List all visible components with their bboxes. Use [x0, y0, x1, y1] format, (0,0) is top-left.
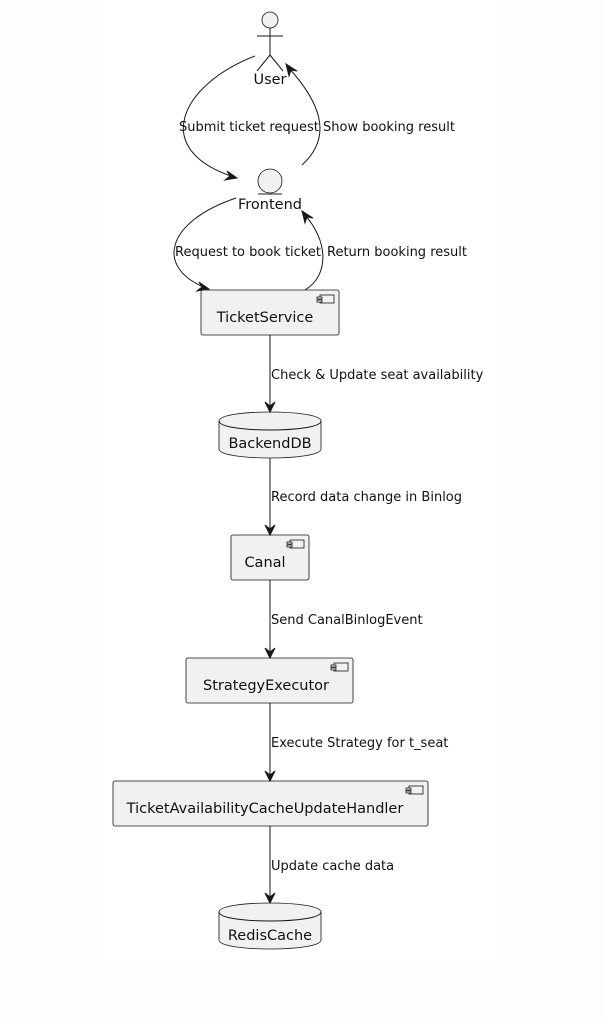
edge-request-book: Request to book ticket [173, 197, 321, 292]
ticket-service-component[interactable]: TicketService [200, 289, 340, 336]
backend-db-cylinder [218, 411, 322, 459]
edge-request-book-line [173, 197, 237, 289]
backend-db-database[interactable]: BackendDB [218, 411, 322, 459]
edge-show-result: Show booking result [285, 62, 455, 166]
cache-handler-component[interactable]: TicketAvailabilityCacheUpdateHandler [112, 780, 429, 827]
user-actor-left-leg [256, 54, 271, 72]
edge-send-event: Send CanalBinlogEvent [264, 580, 423, 660]
arrowhead [264, 892, 276, 905]
backend-db-rim [218, 420, 322, 431]
redis-cache-rim [218, 911, 322, 922]
user-label: User [253, 72, 286, 88]
arrowhead [195, 281, 211, 292]
canal-label: Canal [244, 555, 285, 571]
strategy-executor-label: StrategyExecutor [203, 678, 329, 694]
edge-update-cache: Update cache data [264, 826, 394, 905]
edge-record-change: Record data change in Binlog [264, 458, 462, 537]
edge-return-result-line [303, 213, 324, 291]
redis-cache-cylinder [218, 902, 322, 950]
edge-check-update: Check & Update seat availability [264, 335, 484, 414]
strategy-executor-component[interactable]: StrategyExecutor [185, 657, 354, 704]
edge-request-book-label: Request to book ticket [175, 245, 321, 260]
component-icon [405, 785, 424, 795]
backend-db-label: BackendDB [228, 436, 311, 452]
user-actor-head [261, 11, 279, 29]
edge-execute-strategy-label: Execute Strategy for t_seat [271, 736, 448, 751]
frontend-entity[interactable]: Frontend [238, 168, 302, 213]
frontend-label: Frontend [238, 197, 302, 213]
component-icon [316, 294, 335, 304]
frontend-entity-circle [257, 168, 283, 194]
edge-submit-request: Submit ticket request [179, 55, 319, 181]
edge-return-result-label: Return booking result [327, 245, 467, 260]
edge-update-cache-label: Update cache data [271, 859, 394, 874]
arrowhead [301, 209, 314, 225]
canal-component[interactable]: Canal [230, 534, 310, 581]
user-actor-right-leg [269, 54, 284, 72]
edge-show-result-line [287, 66, 321, 166]
component-icon [330, 662, 349, 672]
arrowhead [285, 62, 298, 78]
cache-handler-label: TicketAvailabilityCacheUpdateHandler [126, 801, 404, 817]
redis-cache-database[interactable]: RedisCache [218, 902, 322, 950]
edge-return-result: Return booking result [301, 209, 467, 291]
ticket-service-label: TicketService [216, 310, 314, 326]
edge-record-change-label: Record data change in Binlog [271, 490, 462, 505]
component-icon [286, 539, 305, 549]
redis-cache-label: RedisCache [228, 928, 312, 944]
arrowhead [264, 524, 276, 537]
edge-submit-request-label: Submit ticket request [179, 120, 319, 135]
edge-check-update-label: Check & Update seat availability [271, 368, 484, 383]
arrowhead [264, 770, 276, 783]
edge-send-event-label: Send CanalBinlogEvent [271, 613, 423, 628]
edge-execute-strategy: Execute Strategy for t_seat [264, 703, 448, 783]
user-actor[interactable]: User [253, 11, 287, 88]
arrowhead [264, 401, 276, 414]
arrowhead [264, 647, 276, 660]
edge-submit-request-line [182, 55, 256, 178]
arrowhead [223, 170, 239, 181]
edge-show-result-label: Show booking result [323, 120, 455, 135]
